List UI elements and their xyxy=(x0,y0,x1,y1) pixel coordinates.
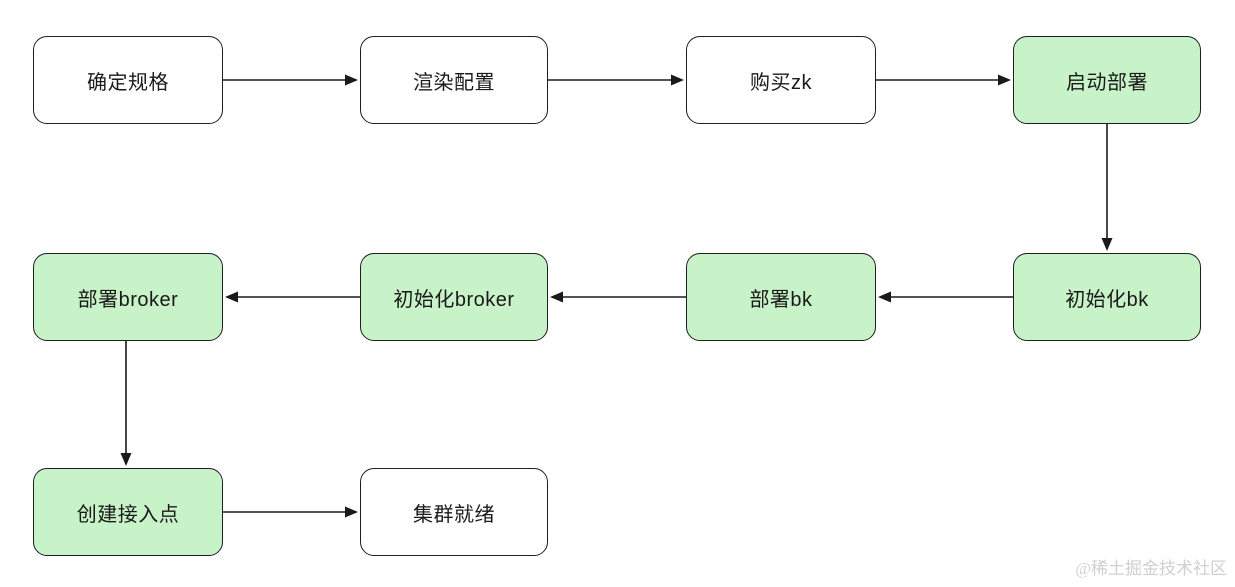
node-create-endpoint: 创建接入点 xyxy=(33,468,223,556)
node-cluster-ready: 集群就绪 xyxy=(360,468,548,556)
node-init-bk: 初始化bk xyxy=(1013,253,1201,341)
node-init-broker: 初始化broker xyxy=(360,253,548,341)
node-buy-zk: 购买zk xyxy=(686,36,876,124)
watermark: @稀土掘金技术社区 xyxy=(1075,559,1227,578)
node-deploy-bk: 部署bk xyxy=(686,253,876,341)
node-start-deploy: 启动部署 xyxy=(1013,36,1201,124)
node-deploy-broker: 部署broker xyxy=(33,253,223,341)
node-confirm-spec: 确定规格 xyxy=(33,36,223,124)
node-render-config: 渲染配置 xyxy=(360,36,548,124)
